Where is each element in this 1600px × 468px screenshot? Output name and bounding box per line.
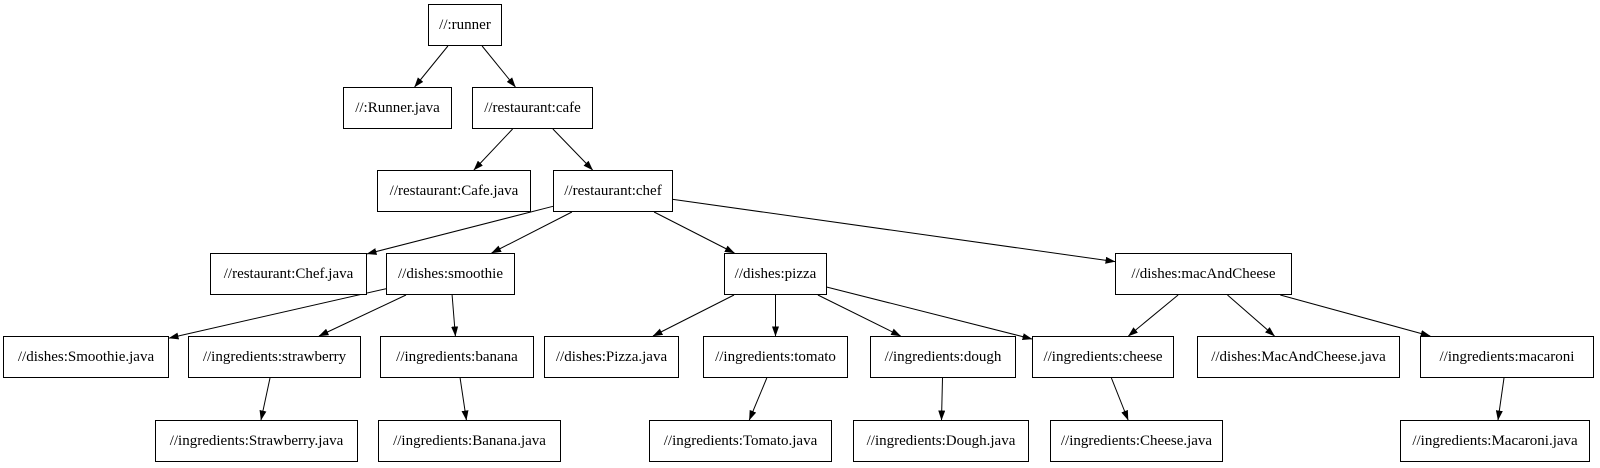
edge-chef-to-macandcheese [672, 198, 1116, 264]
graph-node-cheese_java: //ingredients:Cheese.java [1050, 420, 1223, 462]
graph-node-label: //ingredients:banana [396, 348, 518, 365]
edge-banana-to-banana_java [459, 377, 469, 421]
graph-node-label: //ingredients:macaroni [1439, 348, 1575, 365]
graph-node-label: //dishes:MacAndCheese.java [1211, 348, 1386, 365]
graph-node-label: //restaurant:chef [564, 182, 662, 199]
graph-node-tomato: //ingredients:tomato [703, 336, 848, 378]
graph-node-cafe: //restaurant:cafe [472, 87, 593, 129]
graph-node-cafe_java: //restaurant:Cafe.java [377, 170, 531, 212]
edge-dough-to-dough_java [938, 377, 946, 421]
graph-node-label: //ingredients:dough [884, 348, 1002, 365]
graph-node-label: //ingredients:Macaroni.java [1412, 432, 1578, 449]
edge-macandcheese-to-macaroni [1280, 294, 1431, 337]
edge-chef-to-chef_java [366, 205, 554, 255]
graph-node-dough: //ingredients:dough [870, 336, 1016, 378]
edge-cafe-to-cafe_java [473, 128, 513, 171]
graph-node-macandcheese: //dishes:macAndCheese [1115, 253, 1292, 295]
graph-node-smoothie: //dishes:smoothie [386, 253, 515, 295]
edge-smoothie-to-smoothie_java [168, 288, 387, 340]
edge-pizza-to-cheese [826, 286, 1033, 341]
graph-node-cheese: //ingredients:cheese [1032, 336, 1174, 378]
graph-node-label: //ingredients:Cheese.java [1060, 432, 1213, 449]
graph-node-chef: //restaurant:chef [553, 170, 673, 212]
graph-node-label: //ingredients:tomato [715, 348, 836, 365]
graph-node-chef_java: //restaurant:Chef.java [210, 253, 367, 295]
graph-node-label: //ingredients:Dough.java [866, 432, 1016, 449]
edge-chef-to-pizza [653, 211, 735, 254]
edge-chef-to-smoothie [491, 211, 573, 254]
graph-node-dough_java: //ingredients:Dough.java [853, 420, 1029, 462]
edge-smoothie-to-banana [451, 294, 459, 337]
graph-node-label: //dishes:Pizza.java [555, 348, 668, 365]
edge-macandcheese-to-cheese [1128, 294, 1179, 337]
graph-node-banana_java: //ingredients:Banana.java [378, 420, 561, 462]
edge-strawberry-to-strawberry_java [259, 377, 271, 421]
graph-node-label: //ingredients:Tomato.java [663, 432, 818, 449]
graph-node-label: //ingredients:Strawberry.java [169, 432, 344, 449]
graph-node-strawberry: //ingredients:strawberry [188, 336, 361, 378]
graph-node-macaroni_java: //ingredients:Macaroni.java [1400, 420, 1590, 462]
graph-node-runner: //:runner [428, 4, 502, 46]
graph-node-tomato_java: //ingredients:Tomato.java [649, 420, 832, 462]
edge-macandcheese-to-macandcheese_java [1227, 294, 1275, 337]
graph-node-label: //ingredients:strawberry [202, 348, 347, 365]
edge-tomato-to-tomato_java [748, 377, 768, 421]
graph-node-label: //dishes:pizza [734, 265, 817, 282]
graph-node-label: //dishes:macAndCheese [1131, 265, 1276, 282]
graph-node-label: //dishes:smoothie [398, 265, 503, 282]
graph-node-banana: //ingredients:banana [380, 336, 534, 378]
graph-node-label: //ingredients:cheese [1043, 348, 1163, 365]
edge-macaroni-to-macaroni_java [1495, 377, 1505, 421]
edge-pizza-to-pizza_java [652, 294, 735, 337]
edge-cheese-to-cheese_java [1110, 377, 1129, 421]
graph-node-label: //ingredients:Banana.java [393, 432, 546, 449]
graph-node-pizza: //dishes:pizza [724, 253, 827, 295]
graph-node-runner_java: //:Runner.java [343, 87, 452, 129]
graph-node-label: //restaurant:Chef.java [223, 265, 354, 282]
graph-node-label: //dishes:Smoothie.java [17, 348, 155, 365]
graph-node-pizza_java: //dishes:Pizza.java [544, 336, 679, 378]
graph-node-label: //:runner [439, 16, 491, 33]
graph-node-label: //restaurant:Cafe.java [389, 182, 519, 199]
graph-node-strawberry_java: //ingredients:Strawberry.java [155, 420, 358, 462]
graph-node-label: //restaurant:cafe [484, 99, 581, 116]
graph-node-smoothie_java: //dishes:Smoothie.java [3, 336, 169, 378]
graph-node-macaroni: //ingredients:macaroni [1420, 336, 1594, 378]
edge-runner-to-cafe [481, 45, 516, 88]
graph-node-label: //:Runner.java [355, 99, 440, 116]
edge-smoothie-to-strawberry [318, 294, 407, 337]
graph-node-macandcheese_java: //dishes:MacAndCheese.java [1197, 336, 1400, 378]
edges-group [168, 45, 1505, 421]
edge-cafe-to-chef [552, 128, 593, 171]
edge-pizza-to-dough [817, 294, 902, 337]
edge-runner-to-runner_java [414, 45, 449, 88]
